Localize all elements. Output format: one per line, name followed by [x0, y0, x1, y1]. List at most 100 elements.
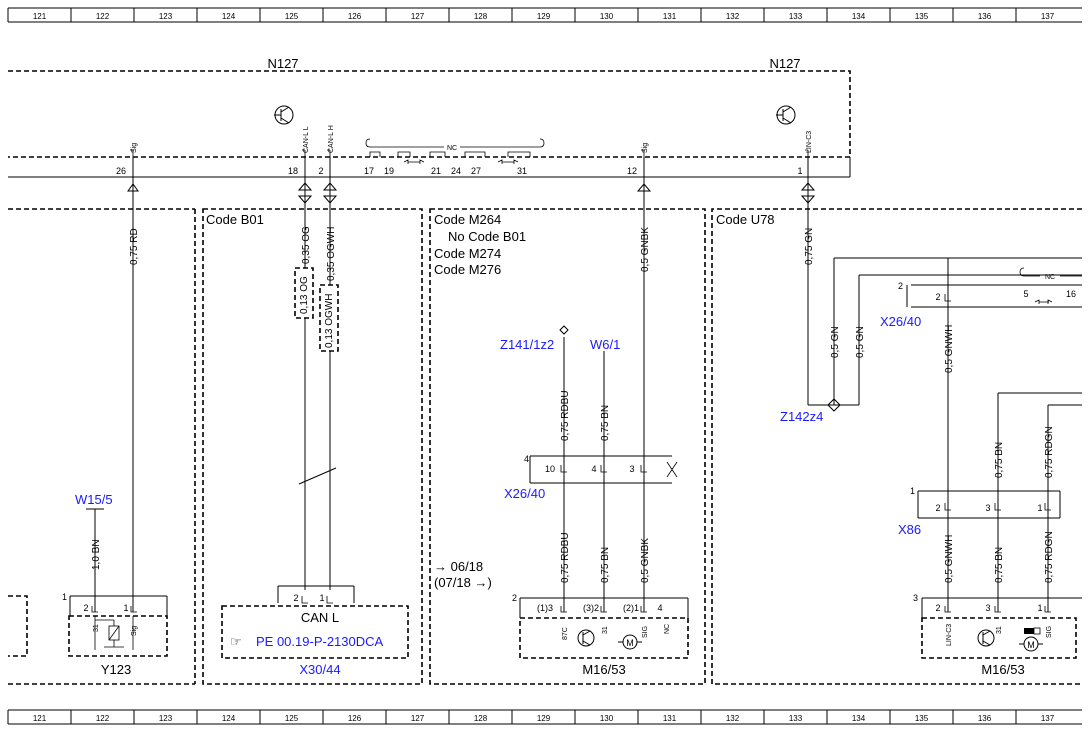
svg-text:(2)1: (2)1	[623, 603, 639, 613]
svg-text:2: 2	[935, 503, 940, 513]
pin-12: 12	[627, 166, 637, 176]
pin-19: 19	[384, 166, 394, 176]
x86-label: X86	[898, 522, 921, 537]
svg-text:1: 1	[1037, 503, 1042, 513]
ruler-label: 128	[474, 12, 488, 21]
ruler-label: 126	[348, 714, 362, 723]
pe-reference-link[interactable]: PE 00.19-P-2130DCA	[256, 634, 384, 649]
pin-1: 1	[797, 166, 802, 176]
wire-label: 0,35 OG	[301, 226, 312, 264]
nc-label: NC	[447, 145, 457, 152]
code-m264-label: Code M264	[434, 212, 501, 227]
ruler-label: 126	[348, 12, 362, 21]
ruler-label: 136	[978, 714, 992, 723]
wire-label: 0,75 BN	[600, 547, 611, 583]
sig-label: Sig	[131, 143, 138, 153]
wire-label: 0,13 OGWH	[324, 294, 335, 348]
svg-text:16: 16	[1066, 289, 1076, 299]
z142-label: Z142z4	[780, 409, 823, 424]
transistor-icon	[776, 105, 796, 125]
sig-label: Sig	[642, 143, 649, 153]
valve-icon	[94, 616, 134, 650]
svg-text:5: 5	[1023, 289, 1028, 299]
wire-label: 0,13 OG	[299, 276, 310, 314]
wire-label: 0,75 RDGN	[1044, 531, 1055, 583]
wire-label: 0,75 RDBU	[560, 532, 571, 583]
y123-label: Y123	[101, 662, 131, 677]
wire-label: 0,75 BN	[994, 547, 1005, 583]
can-l-l-label: CAN-L L	[303, 126, 310, 153]
ruler-label: 135	[915, 714, 929, 723]
n127-label-right: N127	[769, 56, 800, 71]
w15-5-label: W15/5	[75, 492, 113, 507]
svg-text:3: 3	[913, 593, 918, 603]
svg-text:1: 1	[62, 592, 67, 602]
svg-text:31: 31	[602, 626, 609, 634]
wire-label: 0,5 GN	[855, 326, 866, 358]
code-m274-label: Code M274	[434, 246, 501, 261]
w6-1-label: W6/1	[590, 337, 620, 352]
svg-text:2: 2	[512, 593, 517, 603]
nc-bracket: NC	[365, 138, 545, 164]
x30-44-component: 2 1 CAN L ☞ PE 00.19-P-2130DCA X30/44	[221, 593, 409, 677]
ruler-label: 125	[285, 12, 299, 21]
wire-label: 0,75 GN	[804, 228, 815, 265]
ruler-label: 133	[789, 714, 803, 723]
ruler-label: 127	[411, 12, 425, 21]
ruler-label: 122	[96, 12, 110, 21]
ruler-label: 123	[159, 714, 173, 723]
z141-label: Z141/1z2	[500, 337, 554, 352]
wire-label: 0,5 GNWH	[944, 325, 955, 373]
no-code-b01-label: No Code B01	[448, 229, 526, 244]
hand-pointer-icon: ☞	[230, 634, 242, 649]
ruler-label: 130	[600, 12, 614, 21]
svg-text:(3)2: (3)2	[583, 603, 599, 613]
motor-icon: M	[1019, 627, 1043, 652]
svg-text:10: 10	[545, 464, 555, 474]
m16-53-label: M16/53	[582, 662, 625, 677]
ruler-label: 129	[537, 714, 551, 723]
ruler-label: 136	[978, 12, 992, 21]
ruler-label: 127	[411, 714, 425, 723]
svg-text:LIN-C3: LIN-C3	[946, 624, 953, 646]
ruler-label: 123	[159, 12, 173, 21]
x26-40-connector: 4 10 4 3 X26/40	[504, 454, 678, 501]
ruler-label: 135	[915, 12, 929, 21]
m16-53-left-component: 2 (1)3 (3)2 (2)1 4 87C 31 SIG NC M M16/5…	[512, 593, 689, 677]
wire-label: 0,75 RDGN	[1044, 426, 1055, 478]
wire-label: 0,5 GNBK	[640, 538, 651, 583]
svg-text:(1)3: (1)3	[537, 603, 553, 613]
pin-18: 18	[288, 166, 298, 176]
svg-text:2: 2	[293, 593, 298, 603]
pin-17: 17	[364, 166, 374, 176]
ruler-label: 132	[726, 714, 740, 723]
code-m276-label: Code M276	[434, 262, 501, 277]
svg-text:3: 3	[985, 603, 990, 613]
connector-arrows	[127, 182, 816, 204]
svg-text:M: M	[1027, 640, 1035, 650]
ruler-label: 131	[663, 12, 677, 21]
ruler-label: 131	[663, 714, 677, 723]
svg-text:M: M	[626, 638, 634, 648]
m16-53-right-component: 3 2 3 1 LIN-C3 31 SIG M M16/53	[913, 593, 1082, 677]
wire-label: 0,75 RD	[129, 228, 140, 265]
ruler-label: 130	[600, 714, 614, 723]
x26-40-right-connector: 2 2 5 16 NC X26/40	[880, 267, 1082, 329]
ruler-label: 121	[33, 12, 47, 21]
code-u78-label: Code U78	[716, 212, 775, 227]
wire-labels: 0,75 RD 0,35 OG 0,35 OGWH 0,13 OG 0,13 O…	[91, 226, 1055, 583]
code-b01-label: Code B01	[206, 212, 264, 227]
ruler-label: 134	[852, 714, 866, 723]
x86-connector: 1 2 3 1 X86	[898, 486, 1061, 537]
n127-module: N127 N127 26 18 2 17 19 21 24 27 31 12 1	[8, 56, 851, 178]
wire-label: 1,0 BN	[91, 539, 102, 570]
svg-text:87C: 87C	[562, 627, 569, 640]
ref-07-18: (07/18 →)	[434, 575, 492, 590]
transistor-icon	[274, 105, 294, 125]
code-sections: Code B01 Code M264 No Code B01 Code M274…	[8, 208, 1082, 685]
ruler-label: 137	[1041, 714, 1055, 723]
pin-27: 27	[471, 166, 481, 176]
svg-text:31: 31	[996, 626, 1003, 634]
